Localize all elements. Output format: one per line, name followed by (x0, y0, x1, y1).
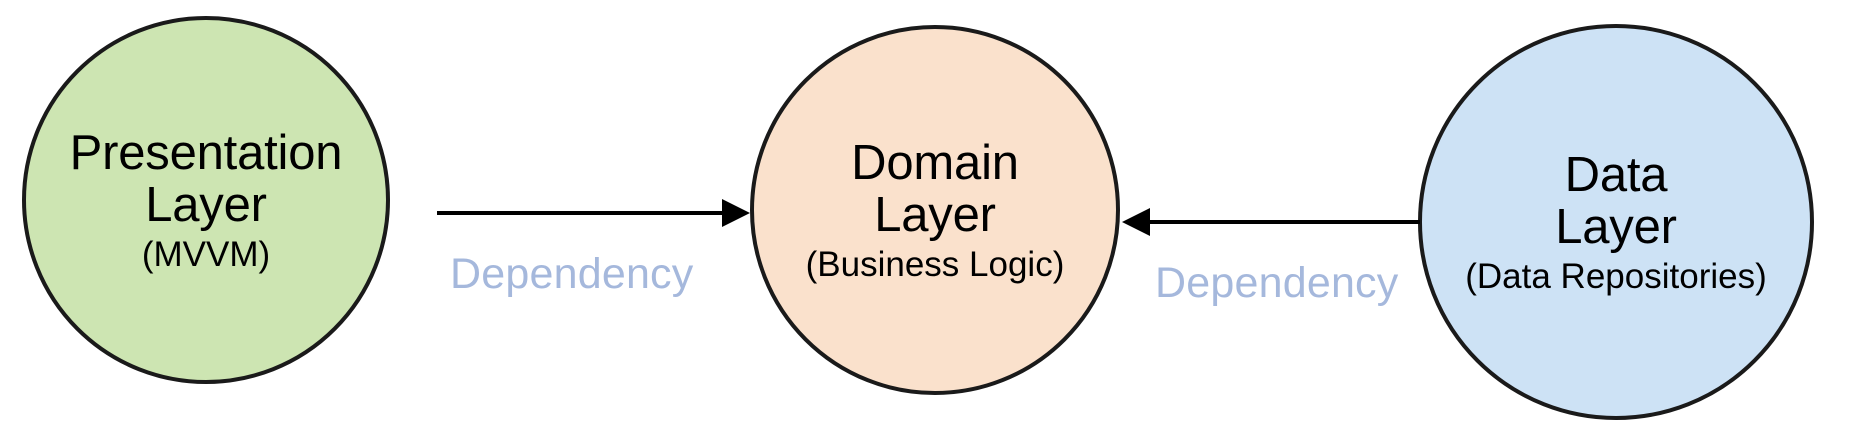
edge-label-presentation-to-domain: Dependency (450, 250, 694, 298)
node-data-title-line1: Data (1564, 147, 1668, 202)
edge-data-to-domain-line (1148, 220, 1420, 224)
node-presentation-layer[interactable]: Presentation Layer (MVVM) (22, 16, 390, 384)
arrow-right-icon (722, 199, 750, 227)
node-domain-layer[interactable]: Domain Layer (Business Logic) (750, 25, 1120, 395)
node-presentation-title-line1: Presentation (69, 125, 343, 180)
node-domain-title-line2: Layer (874, 188, 996, 243)
arrow-left-icon (1122, 208, 1150, 236)
node-data-title-line2: Layer (1555, 200, 1677, 255)
node-presentation-title-line2: Layer (145, 178, 267, 233)
edge-label-data-to-domain: Dependency (1155, 259, 1399, 307)
node-data-subtitle: (Data Repositories) (1465, 256, 1767, 296)
node-domain-title-line1: Domain (851, 135, 1019, 190)
node-domain-subtitle: (Business Logic) (805, 244, 1065, 284)
node-presentation-subtitle: (MVVM) (141, 234, 271, 274)
edge-presentation-to-domain-line (437, 211, 725, 215)
node-data-layer[interactable]: Data Layer (Data Repositories) (1418, 24, 1814, 420)
